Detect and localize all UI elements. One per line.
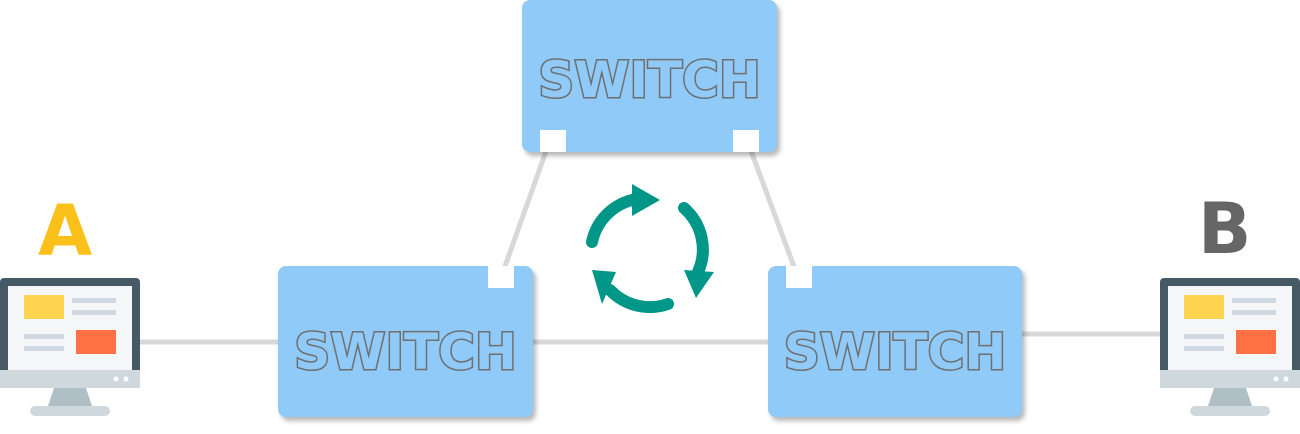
- link-top-to-left-switch: [500, 139, 553, 273]
- switch-top: SWITCH: [522, 0, 777, 152]
- switch-top-port-right: [733, 130, 759, 152]
- desktop-computer-icon: [1160, 278, 1300, 416]
- host-b-label: B: [1198, 188, 1252, 270]
- switch-right-port-top: [786, 266, 812, 288]
- cycle-arrows-icon: [586, 184, 714, 314]
- switch-left-label: SWITCH: [293, 321, 518, 382]
- switch-top-label: SWITCH: [537, 50, 762, 111]
- link-top-to-right-switch: [744, 139, 799, 273]
- switch-left-port-top: [488, 266, 514, 288]
- switch-right-label: SWITCH: [782, 321, 1007, 382]
- switch-left: SWITCH: [278, 266, 533, 417]
- desktop-computer-icon: [0, 278, 140, 416]
- switch-top-port-left: [540, 130, 566, 152]
- switch-right: SWITCH: [768, 266, 1022, 417]
- host-a-label: A: [38, 190, 93, 272]
